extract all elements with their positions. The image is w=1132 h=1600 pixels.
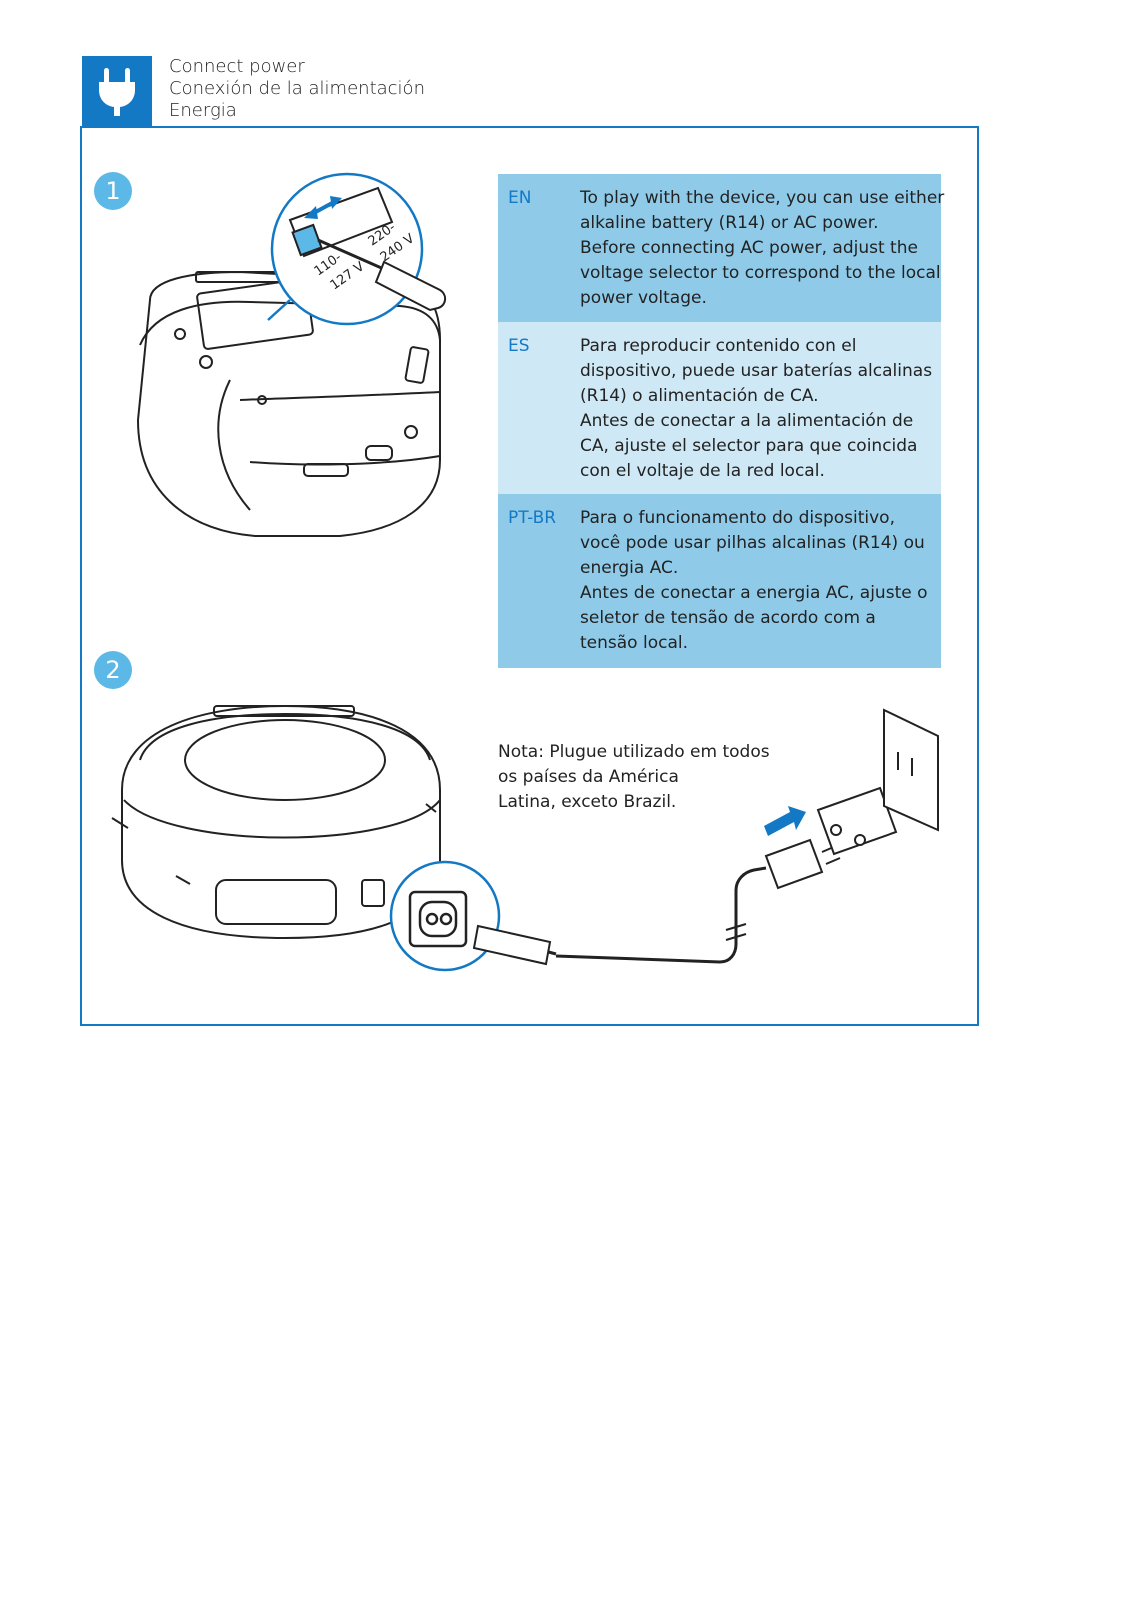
lang-code-es: ES bbox=[508, 336, 530, 356]
text-line: Antes de conectar a energia AC, ajuste o bbox=[580, 583, 928, 603]
lang-text-es: Para reproducir contenido con el disposi… bbox=[580, 334, 933, 484]
lang-text-en: To play with the device, you can use eit… bbox=[580, 186, 944, 312]
title-es: Conexión de la alimentación bbox=[169, 78, 425, 99]
plug-icon bbox=[82, 56, 152, 126]
section-titles: Connect power Conexión de la alimentació… bbox=[169, 56, 425, 122]
title-en: Connect power bbox=[169, 56, 305, 77]
lang-text-pt-br: Para o funcionamento do dispositivo, voc… bbox=[580, 506, 933, 658]
text-line: Before connecting AC power, adjust the bbox=[580, 238, 918, 258]
lang-row-pt-br: PT-BR Para o funcionamento do dispositiv… bbox=[498, 494, 941, 668]
text-line: seletor de tensão de acordo com a bbox=[580, 608, 876, 628]
instruction-frame bbox=[80, 126, 979, 1026]
note-line: Nota: Plugue utilizado em todos bbox=[498, 742, 770, 762]
text-line: alkaline battery (R14) or AC power. bbox=[580, 213, 879, 233]
text-line: con el voltaje de la red local. bbox=[580, 461, 825, 481]
power-socket-icon bbox=[408, 890, 468, 948]
double-arrow-icon bbox=[304, 196, 342, 219]
note-line: os países da América bbox=[498, 767, 679, 787]
text-line: Para o funcionamento do dispositivo, bbox=[580, 508, 895, 528]
title-pt: Energia bbox=[169, 100, 237, 121]
insert-arrow-icon bbox=[764, 806, 806, 836]
plug-note: Nota: Plugue utilizado em todos os paíse… bbox=[498, 740, 770, 815]
europlug-icon bbox=[764, 838, 841, 890]
step-2-badge: 2 bbox=[94, 651, 132, 689]
text-line: To play with the device, you can use eit… bbox=[580, 188, 945, 208]
wall-outlet-icon bbox=[883, 708, 939, 832]
text-line: energia AC. bbox=[580, 558, 679, 578]
text-line: você pode usar pilhas alcalinas (R14) ou bbox=[580, 533, 925, 553]
lang-code-en: EN bbox=[508, 188, 532, 208]
cable-break-icon bbox=[725, 923, 747, 941]
lang-code-pt-br: PT-BR bbox=[508, 508, 557, 528]
text-line: voltage selector to correspond to the lo… bbox=[580, 263, 941, 283]
text-line: tensão local. bbox=[580, 633, 688, 653]
text-line: Para reproducir contenido con el bbox=[580, 336, 857, 356]
text-line: Antes de conectar a la alimentación de bbox=[580, 411, 914, 431]
note-line: Latina, exceto Brazil. bbox=[498, 792, 677, 812]
cable-connector-icon bbox=[472, 924, 552, 966]
text-line: CA, ajuste el selector para que coincida bbox=[580, 436, 918, 456]
lang-row-es: ES Para reproducir contenido con el disp… bbox=[498, 322, 941, 494]
boombox-rear-illustration bbox=[136, 270, 441, 537]
text-line: dispositivo, puede usar baterías alcalin… bbox=[580, 361, 933, 381]
step-1-badge: 1 bbox=[94, 172, 132, 210]
lang-row-en: EN To play with the device, you can use … bbox=[498, 174, 944, 322]
plug-adapter-icon bbox=[816, 786, 898, 856]
text-line: power voltage. bbox=[580, 288, 707, 308]
voltage-selector bbox=[288, 186, 446, 312]
boombox-front-illustration bbox=[111, 704, 441, 940]
text-line: (R14) o alimentación de CA. bbox=[580, 386, 819, 406]
